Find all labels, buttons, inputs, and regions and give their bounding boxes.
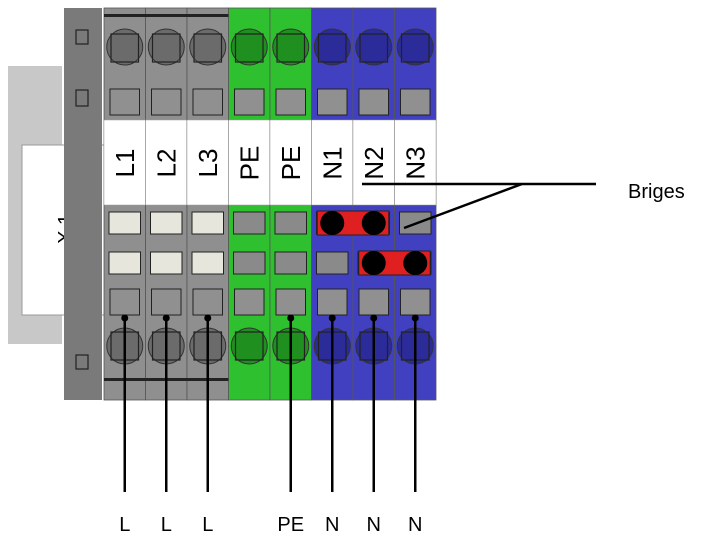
- bridge-pin: [361, 211, 386, 235]
- terminal-blocks: L1 L2 L3 PE PE N1 N2 N3: [103, 7, 437, 401]
- terminal-label: PE: [276, 146, 306, 181]
- wire-label: L: [119, 514, 130, 536]
- bridge-socket-upper: [191, 211, 224, 235]
- clamp-screw-top: [189, 28, 227, 66]
- wire-entry-dot: [411, 314, 419, 322]
- wire-l2: L: [161, 314, 172, 536]
- marker-area: [145, 119, 188, 206]
- clamp-screw-top: [272, 28, 310, 66]
- terminal-label: N3: [400, 146, 430, 179]
- wire-label: N: [325, 514, 339, 536]
- release-slot-bottom: [234, 288, 265, 316]
- release-slot-bottom: [192, 288, 223, 316]
- clamp-screw-bottom: [230, 327, 268, 365]
- bridge-socket-lower: [150, 251, 183, 275]
- bridge-socket-lower: [274, 251, 307, 275]
- callout-line-to-bridge: [403, 182, 523, 230]
- end-plate-notch-bottom: [75, 354, 89, 370]
- bridge-socket-upper: [150, 211, 183, 235]
- bridge-socket-upper: [108, 211, 141, 235]
- bridge-n2-n3: [358, 250, 431, 276]
- release-slot-top: [234, 88, 265, 116]
- release-slot-bottom: [109, 288, 140, 316]
- bridge-socket-lower: [233, 251, 266, 275]
- release-slot-top: [400, 88, 431, 116]
- release-slot-bottom: [400, 288, 431, 316]
- wire-entry-dot: [162, 314, 170, 322]
- wire-entry-dot: [370, 314, 378, 322]
- wire-entry-dot: [287, 314, 295, 322]
- wire-label: L: [202, 514, 213, 536]
- terminal-label: L2: [151, 149, 181, 178]
- bridges: [316, 210, 431, 276]
- wire-label: PE: [277, 514, 304, 536]
- release-slot-bottom: [151, 288, 182, 316]
- clamp-screw-top: [230, 28, 268, 66]
- terminal-pe-3: PE: [228, 7, 271, 401]
- end-plate-notch-top: [75, 29, 89, 45]
- marker-area: [228, 119, 271, 206]
- wire-label: L: [161, 514, 172, 536]
- terminal-label: N2: [359, 146, 389, 179]
- wire-label: N: [367, 514, 381, 536]
- wire-entry-dot: [204, 314, 212, 322]
- bridge-pin: [403, 251, 428, 275]
- clamp-screw-top: [396, 28, 434, 66]
- release-slot-top: [275, 88, 306, 116]
- wire-entry-dot: [328, 314, 336, 322]
- callout-label: Briges: [628, 181, 685, 203]
- terminal-n2-6: N2: [352, 7, 395, 401]
- wire-l1: L: [119, 314, 130, 536]
- release-slot-bottom: [358, 288, 389, 316]
- terminal-label: PE: [234, 146, 264, 181]
- wire-n2: N: [367, 314, 381, 536]
- wire-entry-dot: [121, 314, 129, 322]
- release-slot-bottom: [275, 288, 306, 316]
- clamp-screw-top: [355, 28, 393, 66]
- marker-area: [103, 119, 146, 206]
- clamp-screw-top: [106, 28, 144, 66]
- release-slot-top: [358, 88, 389, 116]
- wire-l3: L: [202, 314, 213, 536]
- terminal-l2-1: L2: [145, 7, 188, 401]
- bridge-socket-lower: [316, 251, 349, 275]
- bridge-n1-n2: [316, 210, 390, 236]
- release-slot-top: [109, 88, 140, 116]
- wire-label: N: [408, 514, 422, 536]
- end-plate: [64, 8, 102, 400]
- bridge-pin: [361, 251, 386, 275]
- release-slot-top: [151, 88, 182, 116]
- release-slot-top: [317, 88, 348, 116]
- terminal-label: N1: [317, 146, 347, 179]
- bridge-socket-lower: [108, 251, 141, 275]
- bridge-socket-upper: [233, 211, 266, 235]
- release-slot-top: [192, 88, 223, 116]
- marker-area: [311, 119, 354, 206]
- wire-n3: N: [408, 314, 422, 536]
- bridge-pin: [320, 211, 345, 235]
- marker-area: [394, 119, 437, 206]
- bridge-callout: Briges: [362, 181, 685, 230]
- marker-area: [269, 119, 312, 206]
- marker-area: [352, 119, 395, 206]
- wire-n1: N: [325, 314, 339, 536]
- release-slot-bottom: [317, 288, 348, 316]
- end-plate-slot: [75, 89, 89, 107]
- wire-pe: PE: [277, 314, 304, 536]
- terminal-label: L3: [193, 149, 223, 178]
- clamp-screw-top: [313, 28, 351, 66]
- terminal-label: L1: [110, 149, 140, 178]
- bridge-socket-lower: [191, 251, 224, 275]
- wires: L L L PE N N N: [119, 314, 422, 536]
- clamp-screw-top: [147, 28, 185, 66]
- marker-area: [186, 119, 229, 206]
- bridge-socket-upper: [274, 211, 307, 235]
